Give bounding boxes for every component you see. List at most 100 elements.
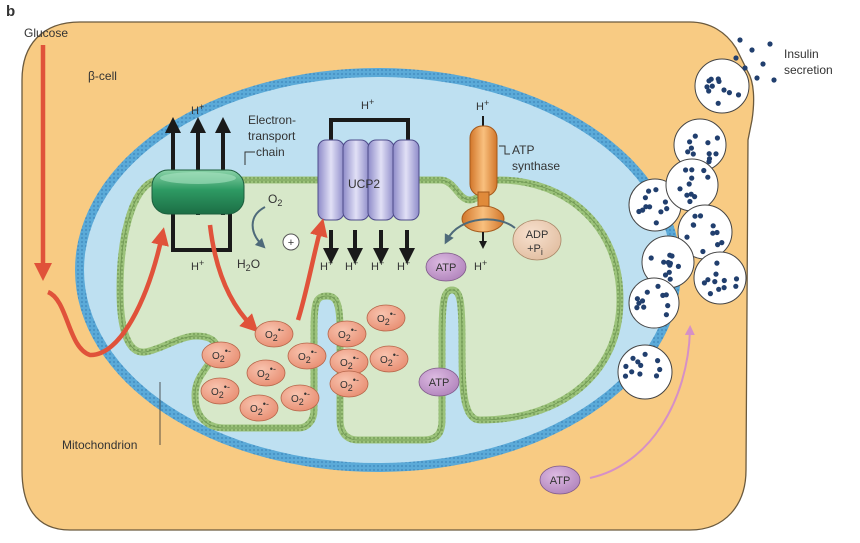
insulin-dot bbox=[655, 358, 661, 364]
etc-label-line2: transport bbox=[248, 129, 296, 143]
superoxide bbox=[329, 370, 369, 398]
superoxide-label: O2•- bbox=[340, 375, 359, 393]
superoxide bbox=[201, 341, 241, 369]
superoxide bbox=[239, 394, 279, 422]
insulin-dot bbox=[667, 252, 673, 258]
insulin-dot bbox=[733, 276, 740, 282]
insulin-dot bbox=[688, 145, 695, 151]
insulin-dot bbox=[630, 355, 636, 361]
superoxide bbox=[280, 384, 320, 412]
superoxide bbox=[246, 359, 286, 387]
insulin-dot bbox=[666, 269, 672, 275]
oxygen-reduction-arrow bbox=[251, 206, 266, 249]
secreted-insulin-dot bbox=[733, 55, 739, 61]
insulin-dot bbox=[641, 304, 647, 310]
superoxide bbox=[254, 320, 294, 348]
insulin-dot bbox=[714, 260, 720, 266]
secreted-insulin-dot bbox=[754, 75, 760, 81]
insulin-dot bbox=[707, 291, 714, 297]
insulin-label-line2: secretion bbox=[784, 63, 833, 77]
insulin-dot bbox=[721, 285, 727, 291]
insulin-dot bbox=[657, 366, 663, 373]
pi-label: +Pi bbox=[527, 243, 543, 257]
insulin-dot bbox=[629, 369, 635, 375]
atp-synthase bbox=[444, 116, 516, 249]
atp-bubble bbox=[539, 465, 581, 495]
superoxide bbox=[287, 342, 327, 370]
insulin-dot bbox=[636, 300, 642, 306]
insulin-dot bbox=[726, 90, 733, 96]
insulin-dot bbox=[721, 87, 727, 93]
superoxide-label: O2•- bbox=[212, 346, 231, 364]
insulin-dot bbox=[653, 187, 659, 193]
insulin-dot bbox=[647, 204, 653, 210]
proton-label: H+ bbox=[191, 102, 204, 117]
superoxide bbox=[369, 345, 409, 373]
insulin-granules bbox=[617, 58, 750, 400]
secreted-insulin-dot bbox=[767, 41, 773, 47]
insulin-dot bbox=[665, 303, 671, 309]
insulin-dot bbox=[705, 174, 711, 180]
insulin-dot bbox=[715, 76, 721, 82]
insulin-dot bbox=[700, 248, 706, 255]
glucose-to-etc-arrow bbox=[46, 227, 169, 358]
insulin-dot bbox=[637, 371, 643, 377]
insulin-granule bbox=[665, 158, 719, 212]
insulin-dot bbox=[684, 234, 690, 240]
insulin-dot bbox=[690, 151, 696, 157]
insulin-dot bbox=[716, 286, 722, 292]
beta-cell-label: β-cell bbox=[88, 69, 117, 83]
insulin-dot bbox=[655, 283, 661, 289]
insulin-dot bbox=[662, 272, 669, 278]
insulin-dot bbox=[690, 222, 696, 228]
secreted-insulin-dot bbox=[742, 65, 748, 71]
insulin-dot bbox=[735, 92, 742, 98]
superoxide-label: O2•- bbox=[340, 353, 359, 371]
superoxide-label: O2•- bbox=[257, 364, 276, 382]
atp-label: ATP bbox=[429, 377, 450, 389]
insulin-dot bbox=[692, 194, 698, 200]
insulin-dot bbox=[686, 181, 692, 187]
inner-membrane-edge bbox=[119, 179, 621, 441]
insulin-dot bbox=[710, 230, 716, 236]
insulin-dot bbox=[648, 255, 654, 261]
activation-plus-circle bbox=[282, 233, 300, 251]
insulin-dot bbox=[706, 78, 712, 84]
insulin-label-line1: Insulin bbox=[784, 47, 819, 61]
atp-bubble bbox=[425, 252, 467, 282]
superoxide-label: O2•- bbox=[338, 325, 357, 343]
insulin-dot bbox=[661, 259, 667, 265]
superoxide-to-ucp2-arrow bbox=[295, 218, 328, 321]
insulin-dot bbox=[687, 198, 693, 205]
insulin-dot bbox=[664, 206, 670, 212]
insulin-dot bbox=[705, 277, 711, 283]
insulin-dot bbox=[685, 149, 691, 155]
water-label: H2O bbox=[237, 257, 260, 273]
insulin-dot bbox=[636, 208, 642, 215]
insulin-dot bbox=[642, 351, 648, 357]
superoxide-label: O2•- bbox=[211, 382, 230, 400]
insulin-dot bbox=[642, 195, 649, 201]
insulin-dot bbox=[706, 88, 712, 94]
superoxide-label: O2•- bbox=[377, 309, 396, 327]
panel-letter: b bbox=[6, 3, 15, 20]
superoxide-label: O2•- bbox=[291, 389, 310, 407]
secreted-insulin-dot bbox=[760, 61, 766, 67]
insulin-dot bbox=[675, 263, 682, 269]
insulin-dot bbox=[663, 312, 670, 318]
insulin-dot bbox=[622, 373, 629, 379]
insulin-dot bbox=[660, 292, 666, 298]
insulin-dot bbox=[714, 229, 720, 236]
etc-to-superoxide-arrow bbox=[207, 224, 259, 333]
proton-label: H+ bbox=[371, 258, 384, 273]
atp-synthase-label-line2: synthase bbox=[512, 159, 560, 173]
superoxide bbox=[366, 304, 406, 332]
insulin-dot bbox=[704, 84, 710, 90]
insulin-dot bbox=[677, 186, 683, 192]
superoxide bbox=[327, 320, 367, 348]
electron-transport-chain bbox=[151, 117, 255, 252]
secreted-insulin-dot bbox=[749, 47, 755, 53]
insulin-dot bbox=[643, 204, 649, 210]
insulin-dot bbox=[667, 276, 673, 282]
